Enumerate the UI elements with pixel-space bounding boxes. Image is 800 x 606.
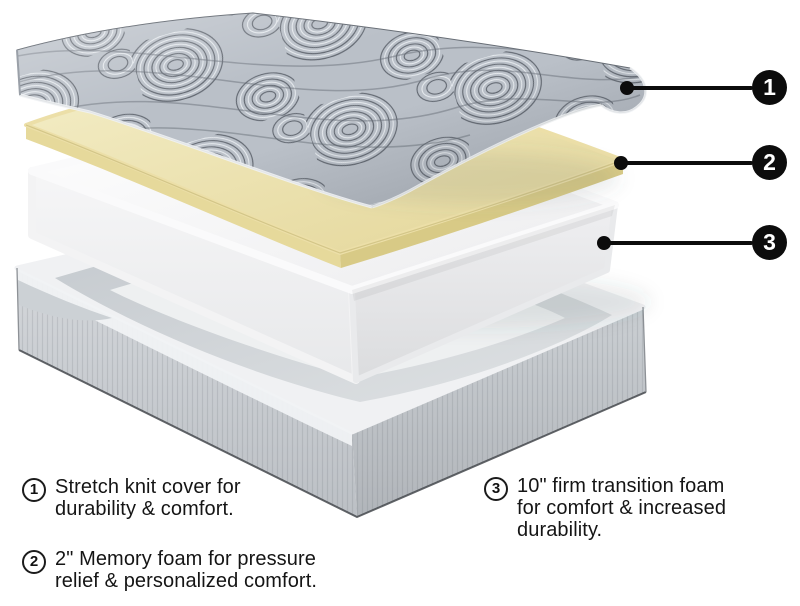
callout-line-1 (627, 86, 753, 90)
legend-item-cover: 1 Stretch knit cover for durability & co… (22, 476, 241, 520)
callout-number-3: 3 (763, 229, 776, 255)
legend-item-transition-foam: 3 10" firm transition foam for comfort &… (484, 475, 726, 541)
callout-badge-3: 3 (752, 225, 787, 260)
legend-text-line: for comfort & increased (517, 497, 727, 519)
callout-number-2: 2 (763, 149, 776, 175)
legend-item-memory-foam: 2 2" Memory foam for pressure relief & p… (22, 548, 317, 592)
callout-badge-2: 2 (752, 145, 787, 180)
stretch-knit-cover-graphic (16, 12, 647, 209)
callout-dot-2 (614, 156, 628, 170)
legend-text-line: relief & personalized comfort. (55, 570, 318, 592)
legend-text-line: Stretch knit cover for (55, 476, 241, 498)
callout-number-1: 1 (763, 74, 776, 100)
legend-text-line: 10" firm transition foam (517, 475, 725, 497)
callout-dot-1 (620, 81, 634, 95)
legend-number-1: 1 (22, 478, 46, 502)
legend-number-3: 3 (484, 477, 508, 501)
legend-text-line: 2" Memory foam for pressure (55, 548, 316, 570)
callout-dot-3 (597, 236, 611, 250)
callout-badge-1: 1 (752, 70, 787, 105)
legend-number-2: 2 (22, 550, 46, 574)
callout-line-2 (621, 161, 753, 165)
legend-text-line: durability. (517, 519, 603, 541)
callout-line-3 (604, 241, 753, 245)
legend-text-line: durability & comfort. (55, 498, 234, 520)
